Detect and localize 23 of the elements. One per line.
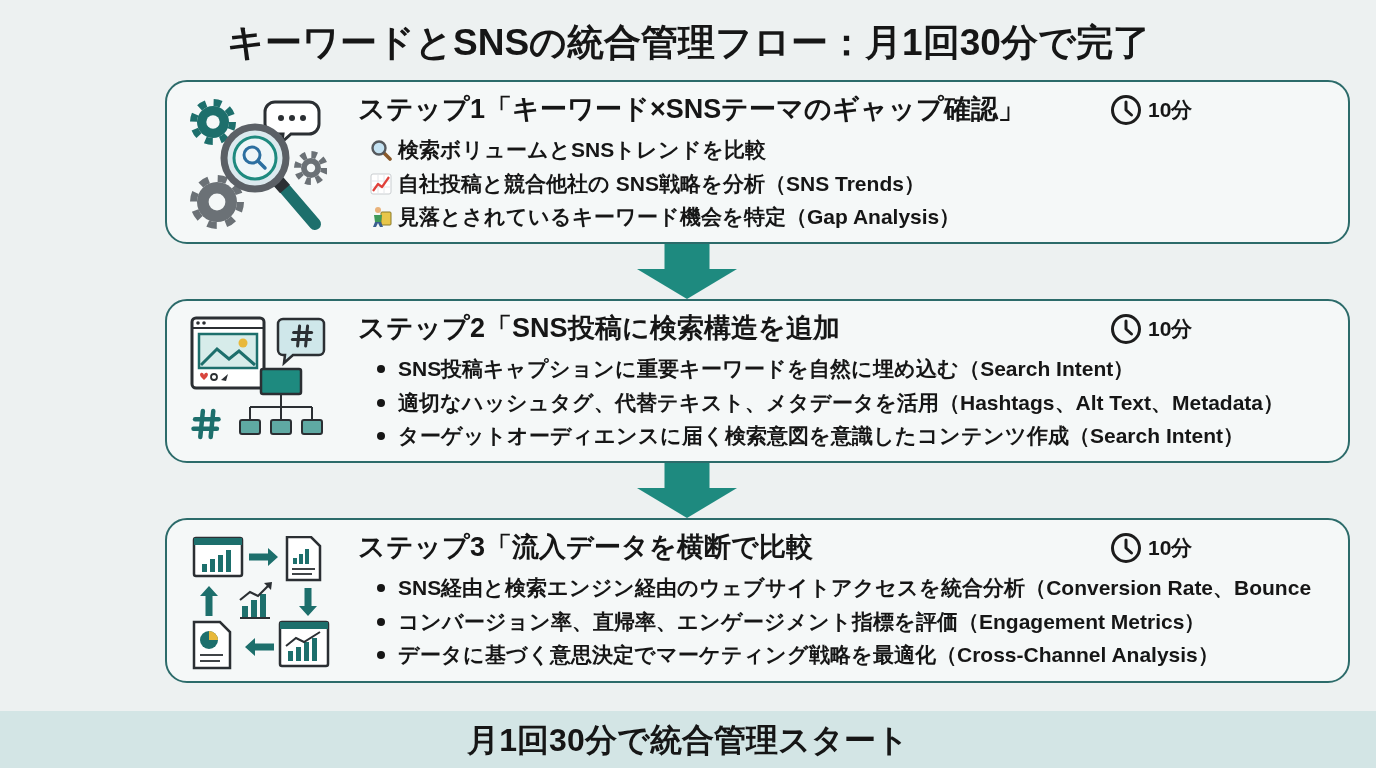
step-detail-text: 適切なハッシュタグ、代替テキスト、メタデータを活用（Hashtags、Alt Text、Metadata） (398, 389, 1284, 417)
step-title: ステップ1「キーワード×SNSテーマのギャップ確認」 (358, 93, 1026, 126)
step-detail-text: コンバージョン率、直帰率、エンゲージメント指標を評価（Engagement Metrics） (398, 608, 1206, 635)
duration-label: 10分 (1148, 535, 1193, 561)
flow-arrow (637, 463, 737, 518)
step-detail-text: 自社投稿と競合他社の SNS戦略を分析（SNS Trends） (398, 170, 925, 197)
page-title: キーワードとSNSの統合管理フロー：月1回30分で完了 (227, 21, 1150, 65)
flow-arrow (637, 244, 737, 299)
step-box (165, 299, 1350, 463)
duration-label: 10分 (1148, 97, 1193, 123)
step-detail-text: 検索ボリュームとSNSトレンドを比較 (398, 137, 767, 163)
step-title: ステップ2「SNS投稿に検索構造を追加 (358, 312, 840, 345)
step-detail-text: ターゲットオーディエンスに届く検索意図を意識したコンテンツ作成（Search Intent） (398, 423, 1245, 449)
step-detail-text: 見落とされているキーワード機会を特定（Gap Analysis） (398, 204, 961, 230)
step-title: ステップ3「流入データを横断で比較 (358, 531, 814, 564)
step-detail-text: SNS投稿キャプションに重要キーワードを自然に埋め込む（Search Intent） (398, 356, 1135, 382)
duration-label: 10分 (1148, 316, 1193, 342)
step-box (165, 80, 1350, 244)
banner-text: 月1回30分で統合管理スタート (467, 720, 909, 760)
step-box (165, 518, 1350, 683)
step-detail-text: データに基づく意思決定でマーケティング戦略を最適化（Cross-Channel Analysis） (398, 642, 1219, 668)
footer-band (0, 711, 1376, 768)
step-detail-text: SNS経由と検索エンジン経由のウェブサイトアクセスを統合分析（Conversion Rate、Bounce (398, 575, 1312, 601)
